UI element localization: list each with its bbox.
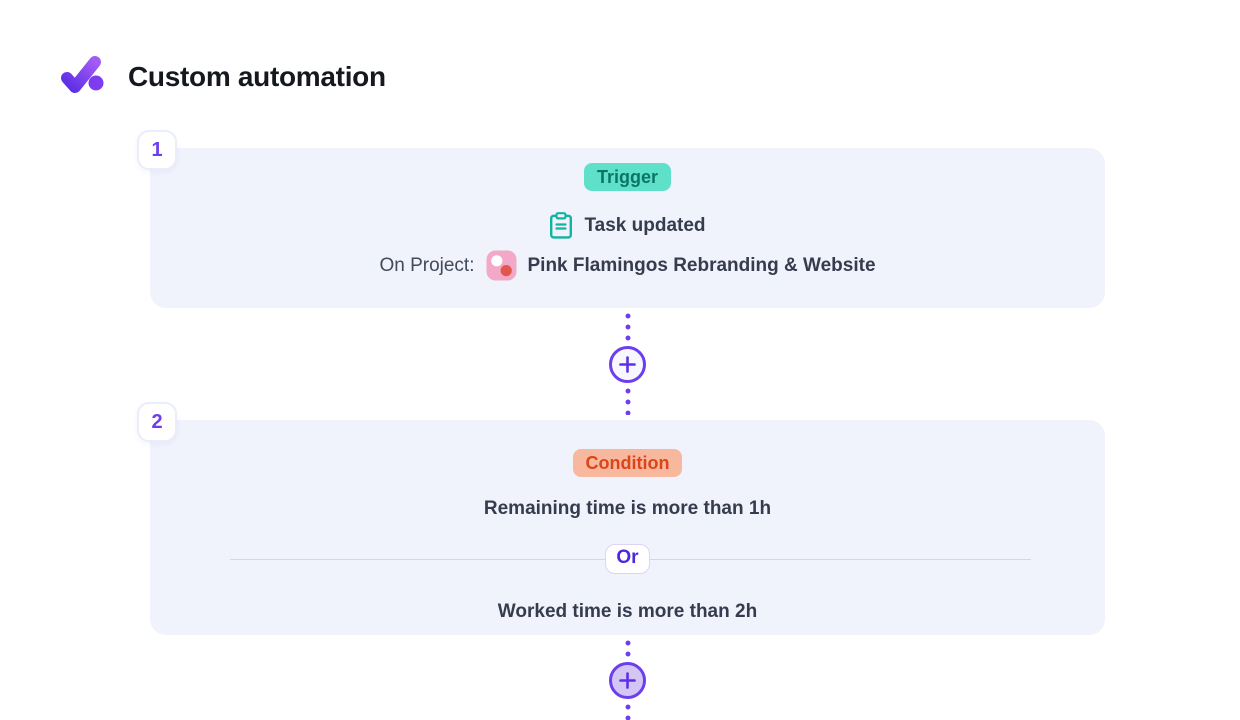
clipboard-icon: [550, 212, 573, 239]
page-title: Custom automation: [128, 61, 386, 92]
trigger-event-label: Task updated: [584, 214, 706, 236]
plus-icon: [619, 671, 636, 689]
step-number-badge: 2: [137, 402, 177, 442]
connector-dotted-line: [624, 313, 631, 341]
condition-value: 1h: [748, 498, 772, 519]
trigger-badge: Trigger: [583, 163, 671, 191]
condition-value: 2h: [735, 601, 758, 622]
or-divider: Or: [150, 542, 1105, 576]
flow-connector: [150, 308, 1105, 420]
add-step-button[interactable]: [609, 345, 646, 383]
project-name: Pink Flamingos Rebranding & Website: [527, 254, 876, 276]
or-operator-pill[interactable]: Or: [605, 544, 650, 574]
page-header: Custom automation: [60, 56, 1240, 98]
project-icon: [486, 250, 516, 281]
connector-dotted-line: [624, 640, 631, 657]
add-step-button[interactable]: [609, 661, 646, 699]
condition-text: Worked time is more than: [497, 601, 730, 622]
connector-dotted-line: [624, 703, 631, 720]
app-logo-icon: [61, 56, 104, 93]
step-number-badge: 1: [137, 130, 177, 170]
trigger-event-row: Task updated: [549, 212, 706, 239]
trigger-target-row: On Project: Pink Flamingos Rebranding & …: [379, 250, 876, 281]
connector-dotted-line: [624, 387, 631, 415]
automation-flow: 1 Trigger Task updated On Project: P: [137, 130, 1105, 720]
flow-connector: [150, 635, 1105, 720]
trigger-card[interactable]: 1 Trigger Task updated On Project: P: [137, 130, 1105, 308]
condition-badge: Condition: [572, 449, 683, 477]
condition-rule: Remaining time is more than 1h: [484, 498, 771, 520]
condition-rule: Worked time is more than 2h: [498, 601, 757, 623]
condition-text: Remaining time is more than: [483, 498, 744, 519]
target-prefix-label: On Project:: [379, 254, 475, 276]
plus-icon: [619, 355, 636, 373]
condition-card[interactable]: 2 Condition Remaining time is more than …: [137, 402, 1105, 635]
